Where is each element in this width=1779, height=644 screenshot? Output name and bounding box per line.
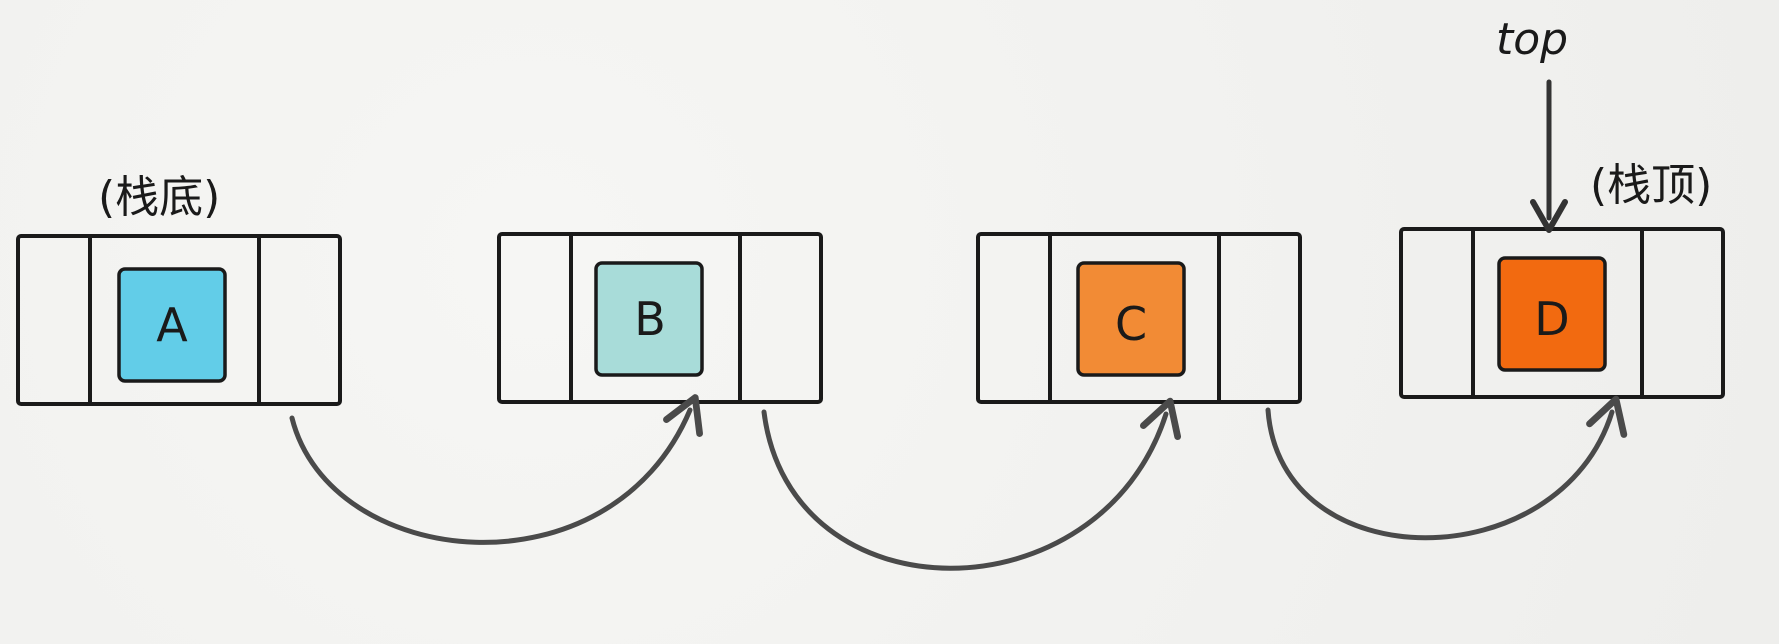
- node-box: [16, 234, 342, 406]
- node-label-c: C: [1115, 297, 1147, 351]
- node-label-a: A: [156, 298, 188, 352]
- link-arrow-a-to-b: [289, 394, 703, 545]
- stack-node-c: C: [976, 232, 1302, 404]
- top-pointer-label: top: [1496, 14, 1568, 65]
- stack-node-a: A: [16, 234, 342, 406]
- node-label-b: B: [634, 292, 666, 346]
- stack-node-d: D: [1399, 227, 1725, 399]
- stack-top-label: (栈顶): [1590, 160, 1712, 211]
- link-arrow-c-to-d: [1265, 395, 1628, 541]
- node-label-d: D: [1534, 292, 1569, 346]
- node-data-square: [1497, 256, 1607, 372]
- stack-bottom-label: (栈底): [98, 172, 220, 223]
- link-arrow-b-to-c: [761, 397, 1181, 571]
- node-data-square: [594, 261, 704, 377]
- node-data-square: [117, 267, 227, 383]
- node-data-square: [1076, 261, 1186, 377]
- stack-node-b: B: [497, 232, 823, 404]
- node-box: [497, 232, 823, 404]
- node-box: [976, 232, 1302, 404]
